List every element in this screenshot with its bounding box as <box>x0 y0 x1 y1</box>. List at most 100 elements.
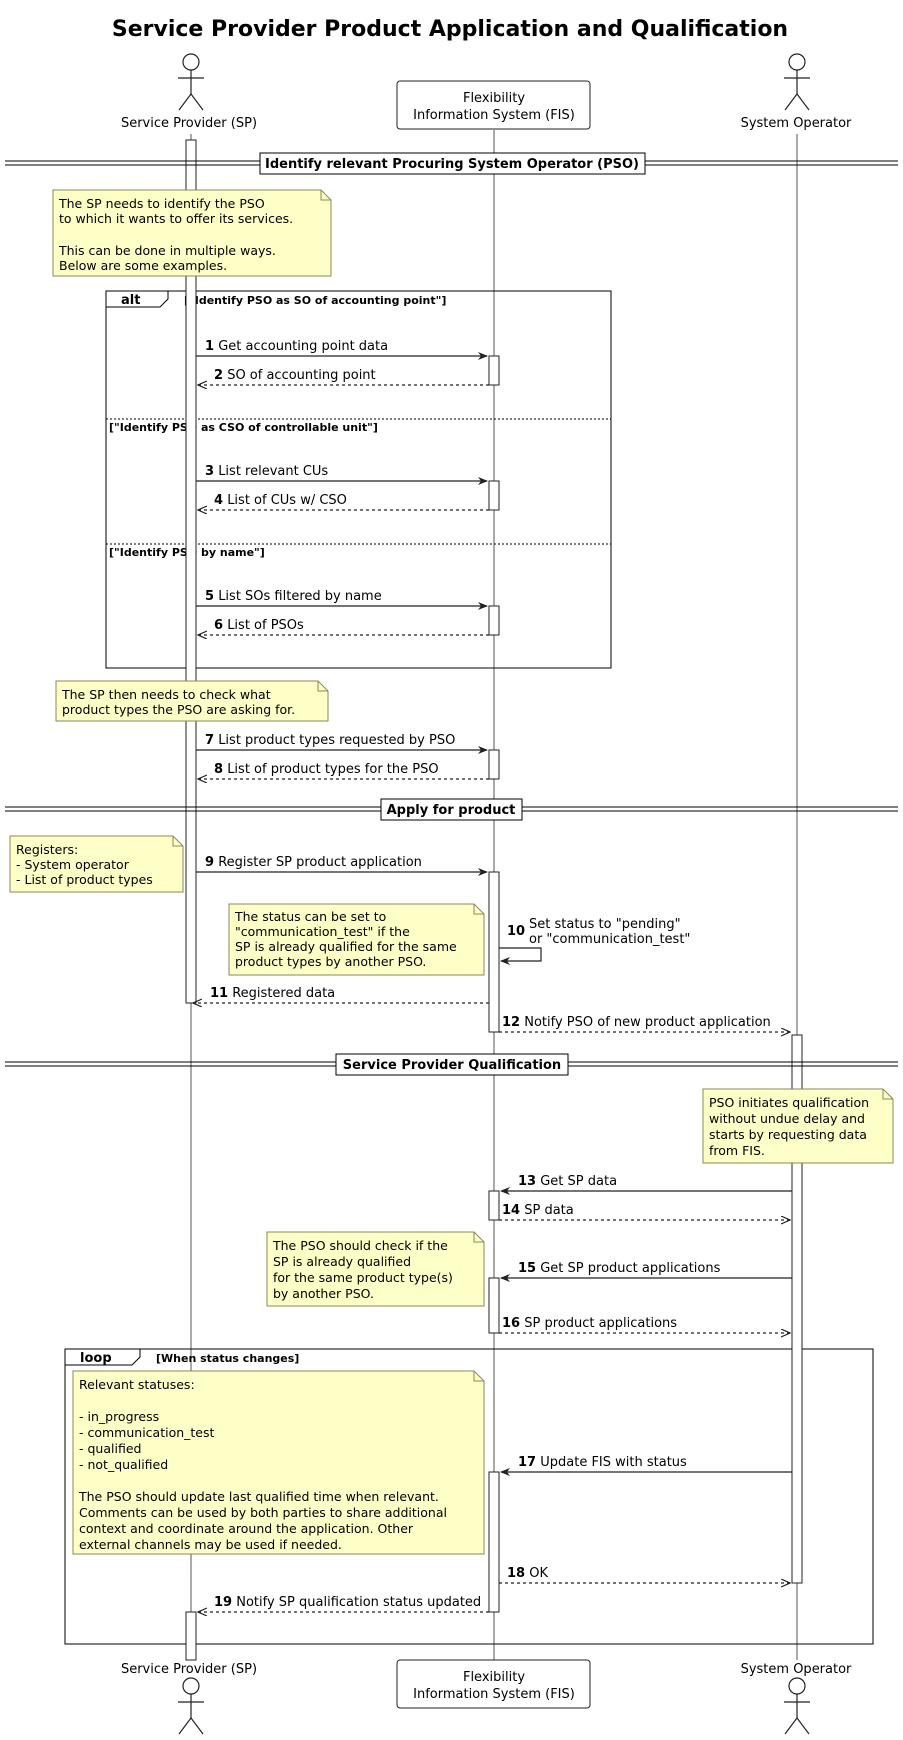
participant-sp-top: Service Provider (SP) <box>121 53 257 131</box>
participant-label-fis-line2: Information System (FIS) <box>413 108 575 123</box>
svg-text:- in_progress: - in_progress <box>79 1409 159 1424</box>
participant-fis-top: Flexibility Information System (FIS) <box>396 80 591 130</box>
message-4: 4 List of CUs w/ CSO <box>198 493 489 510</box>
svg-text:product types by another PSO.: product types by another PSO. <box>235 954 426 969</box>
activation-fis-5 <box>488 871 500 1033</box>
actor-icon <box>784 1677 810 1735</box>
svg-text:6 List of PSOs: 6 List of PSOs <box>214 618 304 633</box>
message-14: 14 SP data <box>499 1203 790 1220</box>
divider-label: Service Provider Qualification <box>343 1058 561 1073</box>
message-19: 19 Notify SP qualification status update… <box>198 1595 489 1612</box>
message-15: 15 Get SP product applications <box>500 1261 792 1282</box>
svg-text:19 Notify SP qualification sta: 19 Notify SP qualification status update… <box>214 1595 481 1610</box>
activation-fis-1 <box>488 355 500 386</box>
message-1: 1 Get accounting point data <box>196 339 488 360</box>
svg-text:to which it wants to offer its: to which it wants to offer its services. <box>59 211 293 226</box>
activation-sp-1 <box>185 139 197 1004</box>
svg-text:- System operator: - System operator <box>16 857 130 872</box>
message-9: 9 Register SP product application <box>196 855 488 876</box>
svg-text:SP is already qualified: SP is already qualified <box>273 1254 411 1269</box>
divider-identify-pso: Identify relevant Procuring System Opera… <box>5 152 898 175</box>
svg-text:8 List of product types for th: 8 List of product types for the PSO <box>214 762 439 777</box>
svg-text:or "communication_test": or "communication_test" <box>529 932 690 947</box>
activation-fis-6 <box>488 1190 500 1221</box>
message-10: 10 Set status to "pending" or "communica… <box>499 917 690 965</box>
svg-text:PSO initiates qualification: PSO initiates qualification <box>709 1095 869 1110</box>
svg-text:Below are some examples.: Below are some examples. <box>59 258 227 273</box>
svg-text:3 List relevant CUs: 3 List relevant CUs <box>205 464 328 479</box>
note-pso-initiates: PSO initiates qualification without undu… <box>702 1088 894 1164</box>
svg-text:1 Get accounting point data: 1 Get accounting point data <box>205 339 388 354</box>
diagram-title: Service Provider Product Application and… <box>112 17 788 42</box>
message-11: 11 Registered data <box>193 986 489 1003</box>
message-7: 7 List product types requested by PSO <box>196 733 488 754</box>
alt-guard-1: ["Identify PSO as SO of accounting point… <box>184 294 446 307</box>
svg-text:The status can be set to: The status can be set to <box>234 909 386 924</box>
loop-guard: [When status changes] <box>156 1352 299 1365</box>
actor-icon <box>178 1677 204 1735</box>
alt-keyword: alt <box>121 293 140 308</box>
note-registers: Registers: - System operator - List of p… <box>9 835 184 893</box>
divider-apply-for-product: Apply for product <box>5 798 898 821</box>
note-status-communication-test: The status can be set to "communication_… <box>228 903 485 976</box>
svg-text:by another PSO.: by another PSO. <box>273 1286 374 1301</box>
participant-label-fis-line2: Information System (FIS) <box>413 1687 575 1702</box>
svg-text:12 Notify PSO of new product a: 12 Notify PSO of new product application <box>502 1015 771 1030</box>
message-12: 12 Notify PSO of new product application <box>499 1015 790 1032</box>
participant-so-bottom: System Operator <box>741 1662 852 1735</box>
message-2: 2 SO of accounting point <box>198 368 489 385</box>
participant-so-top: System Operator <box>741 53 852 131</box>
divider-label: Identify relevant Procuring System Opera… <box>265 157 639 172</box>
svg-text:product types the PSO are aski: product types the PSO are asking for. <box>62 702 295 717</box>
svg-text:18 OK: 18 OK <box>507 1566 548 1581</box>
note-relevant-statuses: Relevant statuses: - in_progress - commu… <box>72 1370 485 1555</box>
message-3: 3 List relevant CUs <box>196 464 488 485</box>
svg-text:- not_qualified: - not_qualified <box>79 1457 168 1472</box>
svg-text:4 List of CUs w/ CSO: 4 List of CUs w/ CSO <box>214 493 347 508</box>
svg-text:13 Get SP data: 13 Get SP data <box>518 1174 617 1189</box>
svg-text:- qualified: - qualified <box>79 1441 141 1456</box>
divider-sp-qualification: Service Provider Qualification <box>5 1053 898 1076</box>
svg-text:2 SO of accounting point: 2 SO of accounting point <box>214 368 376 383</box>
svg-text:14 SP data: 14 SP data <box>502 1203 574 1218</box>
divider-label: Apply for product <box>387 803 516 818</box>
alt-guard-2: ["Identify PSO as CSO of controllable un… <box>109 421 378 434</box>
message-6: 6 List of PSOs <box>198 618 489 635</box>
participant-fis-bottom: Flexibility Information System (FIS) <box>396 1659 591 1709</box>
message-13: 13 Get SP data <box>500 1174 792 1195</box>
participant-label-sp: Service Provider (SP) <box>121 116 257 131</box>
svg-text:Set status to "pending": Set status to "pending" <box>529 917 681 932</box>
svg-text:SP is already qualified for th: SP is already qualified for the same <box>235 939 457 954</box>
svg-text:- List of product types: - List of product types <box>16 872 153 887</box>
svg-text:16 SP product applications: 16 SP product applications <box>502 1316 677 1331</box>
note-check-product-types: The SP then needs to check what product … <box>55 680 329 722</box>
activation-fis-3 <box>488 605 500 636</box>
svg-text:without undue delay and: without undue delay and <box>709 1111 865 1126</box>
svg-text:external channels may be used: external channels may be used if needed. <box>79 1537 342 1552</box>
svg-text:10: 10 <box>507 924 525 939</box>
svg-text:The SP needs to identify the P: The SP needs to identify the PSO <box>58 196 265 211</box>
svg-text:The PSO should update last qua: The PSO should update last qualified tim… <box>78 1489 439 1504</box>
message-18: 18 OK <box>499 1566 790 1583</box>
svg-text:Relevant statuses:: Relevant statuses: <box>79 1377 195 1392</box>
message-17: 17 Update FIS with status <box>500 1455 792 1476</box>
message-5: 5 List SOs filtered by name <box>196 589 488 610</box>
loop-keyword: loop <box>80 1351 112 1366</box>
participant-sp-bottom: Service Provider (SP) <box>121 1662 257 1735</box>
svg-text:17 Update FIS with status: 17 Update FIS with status <box>518 1455 687 1470</box>
svg-text:This can be done in multiple w: This can be done in multiple ways. <box>58 243 276 258</box>
svg-text:starts by requesting data: starts by requesting data <box>709 1127 867 1142</box>
svg-text:context and coordinate around: context and coordinate around the applic… <box>79 1521 414 1536</box>
svg-text:from FIS.: from FIS. <box>709 1143 765 1158</box>
svg-text:The SP then needs to check wha: The SP then needs to check what <box>61 687 271 702</box>
svg-text:The PSO should check if the: The PSO should check if the <box>272 1238 448 1253</box>
activation-fis-2 <box>488 480 500 511</box>
svg-text:Registers:: Registers: <box>16 842 78 857</box>
participant-label-fis-line1: Flexibility <box>463 91 525 106</box>
note-identify-pso: The SP needs to identify the PSO to whic… <box>52 189 332 277</box>
activation-sp-2 <box>185 1611 197 1661</box>
loop-fragment: loop [When status changes] <box>64 1348 874 1645</box>
svg-text:11 Registered data: 11 Registered data <box>210 986 335 1001</box>
svg-text:9 Register SP product applicat: 9 Register SP product application <box>205 855 422 870</box>
